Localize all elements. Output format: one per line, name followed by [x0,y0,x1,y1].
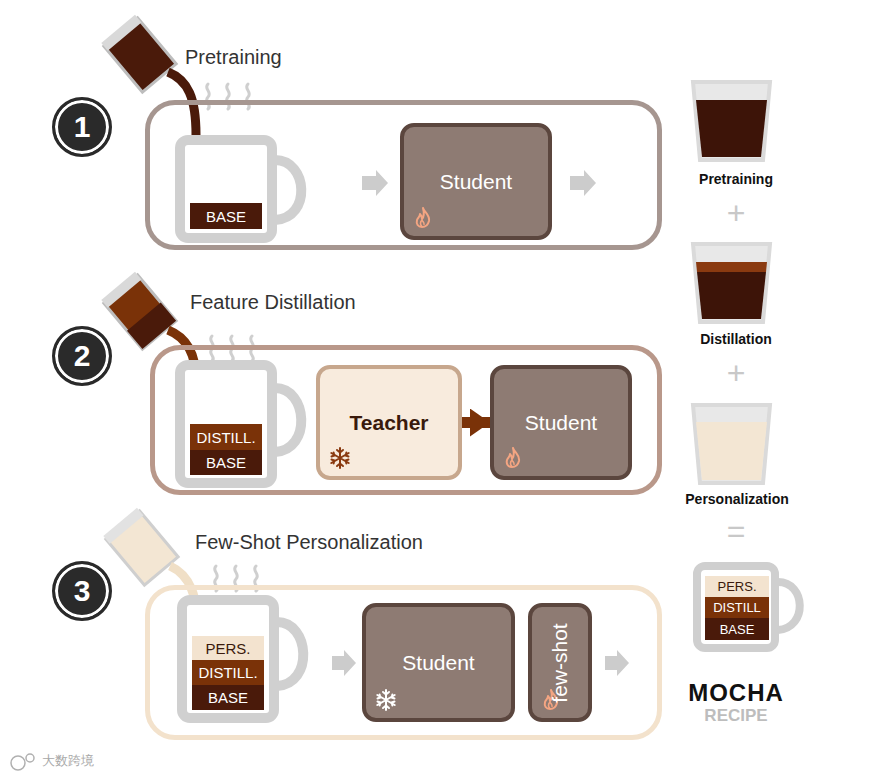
node-label: few-shot [548,623,572,702]
steam [207,84,250,109]
glass [693,82,770,160]
stage-heading: Feature Distillation [190,290,356,314]
stage-caption: Distillation [700,332,772,347]
glass [693,244,770,322]
mug [180,365,301,483]
illustration-part [247,84,250,109]
illustration-part [101,272,141,308]
illustration-part [127,302,176,349]
snowflake-icon [374,688,398,712]
node-label: Student [525,411,597,435]
liquid-layer: DISTILL. [190,424,262,450]
operator: + [727,356,746,391]
teacher-box: Teacher [316,365,462,480]
stage-heading: Few-Shot Personalization [195,530,423,554]
illustration-part [180,365,272,483]
stage-caption: Pretraining [699,172,773,187]
liquid-layer: BASE [190,450,262,475]
watermark: 大数跨境 [42,754,94,768]
illustration-part [362,170,388,196]
illustration-part [696,100,767,157]
illustration-part [104,18,176,92]
illustration-part [332,650,356,676]
illustration-part [182,600,274,718]
stage-panel: Feature DistillationDISTILL.BASETeacherS… [150,345,662,495]
operator: + [727,196,746,231]
illustration-part [11,756,25,770]
liquid-layer: BASE [705,618,769,640]
fire-icon [502,446,526,470]
node-label: 1 [74,110,91,144]
node-label: DISTILL. [196,429,255,446]
illustration-part [101,272,176,349]
illustration-part [696,262,767,272]
node-label: PERS. [717,579,756,594]
step-number: 3 [52,561,112,621]
illustration-part [778,582,800,630]
node-label: PERS. [205,640,250,657]
illustration-part [101,15,141,51]
illustration-part [697,566,775,648]
arrow-connector [462,417,490,428]
mug [697,566,800,648]
node-label: BASE [208,689,248,706]
recipe-subtitle: RECIPE [704,707,767,726]
liquid-layer: BASE [192,685,264,710]
illustration-part [275,160,301,220]
mug [182,600,303,718]
node-label: BASE [720,622,755,637]
illustration-part [101,15,176,92]
student-box: Student [362,603,515,722]
mug [180,140,301,238]
stage-heading: Pretraining [185,45,282,69]
snowflake-icon [328,446,352,470]
illustration-part [106,511,178,585]
recipe-title: MOCHA [688,680,784,706]
node-label: 3 [74,574,91,608]
illustration-part [696,422,767,480]
illustration-part [275,388,301,452]
liquid-layer: DISTILL. [192,660,264,685]
node-label: Student [440,170,512,194]
stage-caption: Personalization [685,492,788,507]
few-shot-box: few-shot [528,603,592,722]
illustration-part [26,754,34,762]
node-label: BASE [206,208,246,225]
node-label: 2 [74,339,91,373]
node-label: DISTILL. [198,664,257,681]
liquid-layer: PERS. [192,636,264,660]
illustration-part [103,508,143,544]
liquid-layer: DISTILL [705,597,769,618]
illustration-part [605,650,629,676]
illustration-part [693,405,770,483]
illustration-part [693,82,770,160]
illustration-part [277,622,303,686]
illustration-part [103,508,178,585]
stage-panel: PretrainingBASEStudent [145,100,662,250]
student-box: Student [490,365,632,480]
liquid-layer: BASE [190,203,262,229]
stage-panel: Few-Shot PersonalizationPERS.DISTILL.BAS… [145,585,662,740]
illustration-part [693,244,770,322]
illustration-part [570,170,596,196]
fire-icon [412,206,436,230]
node-label: Student [402,651,474,675]
operator: = [727,514,746,549]
student-box: Student [400,123,552,240]
step-number: 1 [52,97,112,157]
step-number: 2 [52,326,112,386]
illustration-part [104,275,176,349]
node-label: DISTILL [713,600,761,615]
illustration-part [227,84,230,109]
watermark-logo [11,754,34,770]
liquid-layer: PERS. [705,576,769,597]
glass [693,405,770,483]
node-label: Teacher [350,411,429,435]
illustration-part [207,84,210,109]
node-label: BASE [206,454,246,471]
illustration-part [697,272,766,319]
illustration-part [180,140,272,238]
